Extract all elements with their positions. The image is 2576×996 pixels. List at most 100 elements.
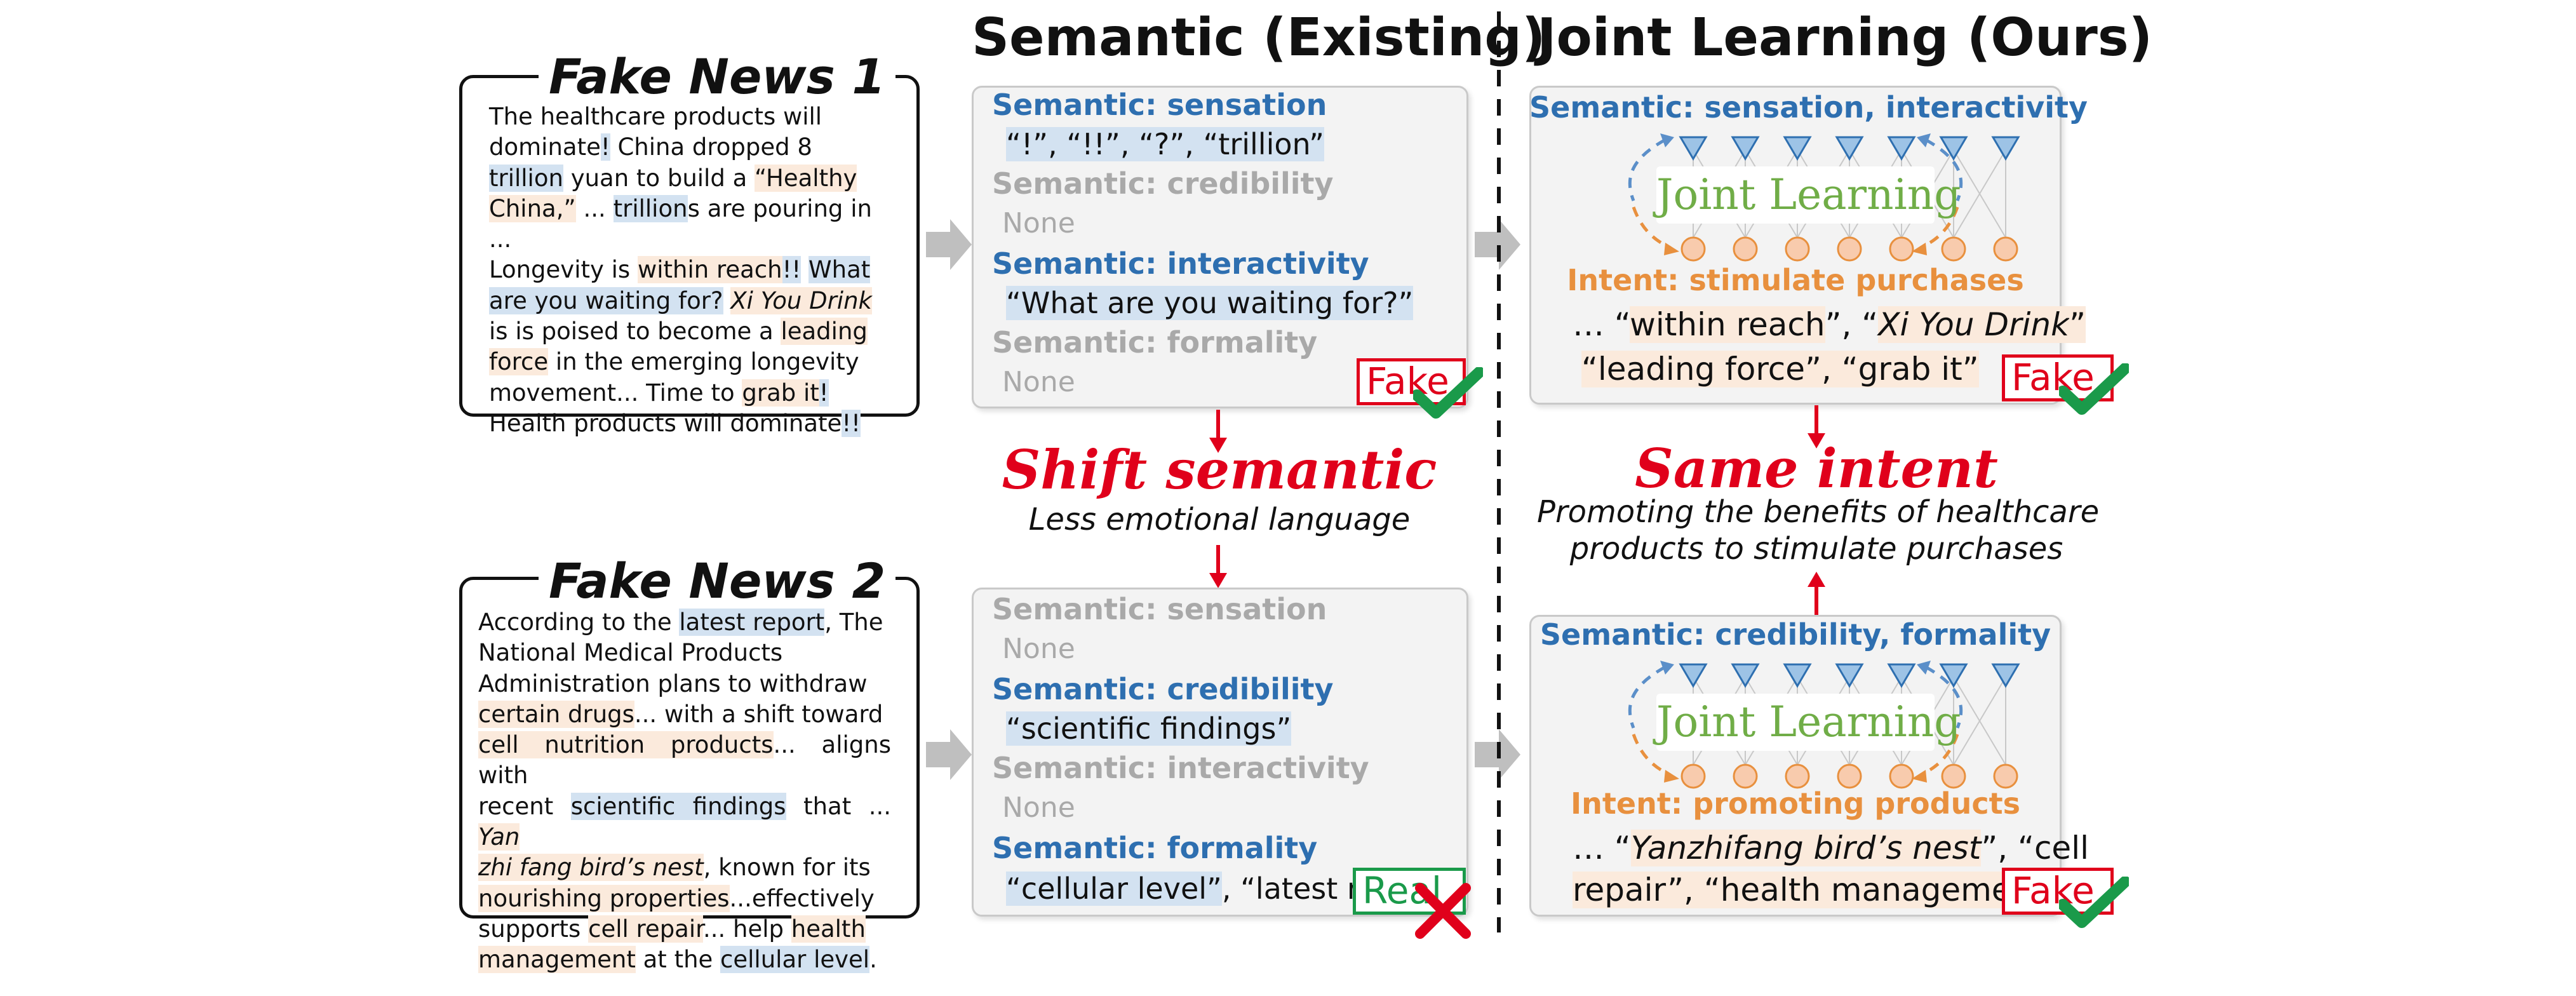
network-edge (1953, 149, 2006, 238)
ours-top-verdict-badge: Fake (2002, 354, 2114, 401)
existing-top-formality-value: None (1002, 366, 1075, 398)
existing-bottom-semantic-sensation: Semantic: sensation (992, 592, 1327, 626)
ours-bottom-verdict-badge: Fake (2002, 868, 2114, 915)
semantic-node-icon (1991, 663, 2020, 688)
existing-bottom-credibility-value: “scientific findings” (1006, 711, 1292, 746)
highlighted-phrase: management (478, 946, 636, 974)
semantic-node-icon (1679, 663, 1708, 688)
news-line: management at the cellular level. (478, 945, 891, 975)
existing-bottom-formality-value-2: , “latest report” (1221, 872, 1362, 906)
intent-node-icon (1785, 236, 1810, 262)
feedback-arc-right-orange (1919, 206, 1959, 250)
semantic-node-icon (1939, 136, 1968, 161)
text-fragment: ... with a shift toward (634, 700, 883, 728)
ours-top-separator: ”, “ (1825, 306, 1879, 343)
arrow-down-to-same-intent (1808, 405, 1825, 448)
existing-bottom-semantic-interactivity: Semantic: interactivity (992, 751, 1369, 785)
highlighted-phrase: cellular level (720, 946, 870, 974)
feedback-arc-right-blue (1924, 138, 1963, 201)
existing-bottom-semantic-credibility: Semantic: credibility (992, 672, 1334, 706)
existing-bottom-sensation-value: None (1002, 633, 1075, 665)
news-line: Longevity is within reach!! What (489, 255, 872, 285)
cross-icon (1415, 883, 1471, 939)
highlighted-phrase: scientific findings (570, 792, 786, 820)
text-fragment: ... help (702, 915, 791, 943)
semantic-node-icon (1835, 136, 1864, 161)
arrowhead-icon (1664, 770, 1679, 783)
text-fragment: dominate (489, 133, 601, 161)
existing-bottom-semantic-formality: Semantic: formality (992, 831, 1318, 865)
news-line: According to the latest report, The (478, 607, 891, 638)
text-fragment: China dropped 8 (610, 133, 812, 161)
highlighted-phrase: ! (819, 379, 829, 407)
intent-node-icon (1733, 236, 1758, 262)
semantic-node-icon (1731, 136, 1760, 161)
existing-top-semantic-formality: Semantic: formality (992, 325, 1318, 360)
ours-bottom-evidence-line-1: … “Yanzhifang bird’s nest”, “cell (1573, 830, 2089, 866)
text-fragment: Health products will dominate (489, 409, 842, 437)
same-intent-line-1: Promoting the benefits of healthcare (1537, 494, 2100, 530)
text-fragment: in the emerging longevity (548, 348, 859, 376)
checkmark-icon (1413, 367, 1483, 419)
highlighted-phrase: are you waiting for? (489, 286, 723, 314)
ours-top-semantic-label: Semantic: sensation, interactivity (1529, 90, 2088, 124)
existing-panel-bottom (972, 588, 1468, 917)
intent-node-icon (1889, 764, 1914, 789)
highlighted-phrase: cell nutrition products (478, 731, 774, 759)
intent-node-icon (1680, 764, 1706, 789)
arrowhead-icon (1664, 243, 1679, 255)
existing-top-interactivity-values: “What are you waiting for?” (1006, 286, 1414, 320)
intent-node-icon (1941, 764, 1966, 789)
ours-bottom-phrase-bird-nest: Yanzhifang bird’s nest (1630, 830, 1982, 866)
semantic-node-icon (1783, 663, 1812, 688)
ours-top-phrase-within-reach: within reach (1630, 306, 1825, 343)
intent-node-icon (1733, 764, 1758, 789)
text-fragment: yuan to build a (563, 164, 755, 192)
existing-top-sensation-values: “!”, “!!”, “?”, “trillion” (1006, 127, 1324, 161)
semantic-node-icon (1887, 136, 1916, 161)
arrowhead-icon (1660, 133, 1674, 147)
highlighted-phrase: zhi fang bird’s nest (478, 854, 704, 882)
existing-bottom-formality-values: “cellular level”, “latest report” (1006, 872, 1362, 906)
news-line: force in the emerging longevity (489, 347, 872, 377)
existing-top-interactivity-value: “What are you waiting for?” (1006, 286, 1414, 320)
existing-top-sensation-value: “!”, “!!”, “?”, “trillion” (1006, 127, 1324, 161)
flow-arrow-news1-to-existing (926, 219, 972, 270)
ours-bottom-ellipsis: … “ (1573, 830, 1631, 866)
heading-joint-learning-ours: Joint Learning (Ours) (1537, 8, 2153, 68)
news-line: is is poised to become a leading (489, 316, 872, 347)
news-line: zhi fang bird’s nest, known for its (478, 852, 891, 883)
semantic-node-icon (1887, 663, 1916, 688)
fake-news-1-title: Fake News 1 (539, 48, 896, 105)
highlighted-phrase: leading (781, 318, 868, 346)
arrow-up-to-same-intent (1808, 572, 1825, 616)
text-fragment: that ... (786, 792, 891, 820)
feedback-arc-right-blue (1924, 665, 1963, 729)
ours-top-evidence-line-2: “leading force”, “grab it” (1581, 351, 1979, 387)
text-fragment: Longevity is (489, 256, 638, 284)
highlighted-phrase: grab it (742, 379, 819, 407)
existing-top-credibility-value: None (1002, 207, 1075, 239)
news-line: Administration plans to withdraw (478, 669, 891, 699)
checkmark-icon (2059, 877, 2129, 928)
highlighted-phrase: latest report (679, 609, 825, 636)
highlighted-phrase: certain drugs (478, 700, 634, 728)
intent-node-icon (1889, 236, 1914, 262)
existing-top-semantic-sensation: Semantic: sensation (992, 88, 1327, 122)
semantic-node-icon (1783, 136, 1812, 161)
same-intent-line-2: products to stimulate purchases (1569, 531, 2063, 567)
highlighted-phrase: cell repair (588, 915, 703, 943)
existing-bottom-interactivity-value: None (1002, 791, 1075, 824)
ours-bottom-separator: ”, “cell (1981, 830, 2089, 866)
feedback-arc-left-blue (1628, 138, 1667, 201)
intent-node-icon (1785, 764, 1810, 789)
arrowhead-icon (1660, 661, 1674, 675)
highlighted-phrase: China,” (489, 194, 576, 222)
text-fragment: movement... Time to (489, 379, 742, 407)
highlighted-phrase: force (489, 348, 549, 376)
heading-semantic-existing: Semantic (Existing) (972, 8, 1546, 68)
ours-top-evidence-line-1: … “within reach”, “Xi You Drink” (1573, 306, 2086, 343)
ours-bottom-phrases-cell-health: repair”, “health management” (1573, 872, 2017, 908)
arrow-down-to-shift (1209, 410, 1227, 453)
